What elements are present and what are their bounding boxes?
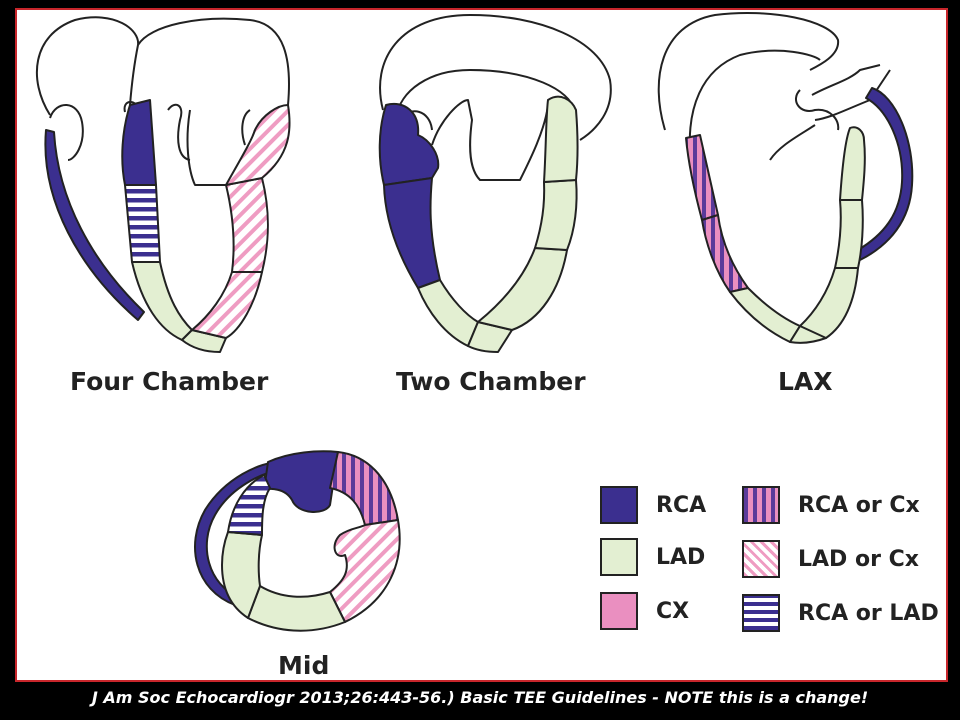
- lax-aorta-outline: [657, 12, 891, 151]
- two-chamber-label: Two Chamber: [396, 367, 586, 396]
- mid-anterior-lad: [247, 585, 346, 632]
- lax-anteroseptal-apical-lad: [799, 267, 859, 339]
- legend-item-lad: LAD: [600, 538, 705, 576]
- lax-apical-posterior-lad: [729, 287, 801, 343]
- lax-aortic-root-rca: [857, 87, 914, 261]
- legend-item-lad-or-cx: LAD or Cx: [742, 540, 919, 578]
- lax-inferolateral-basal-rca-or-cx: [685, 134, 719, 221]
- citation-caption: J Am Soc Echocardiogr 2013;26:443-56.) B…: [91, 688, 869, 707]
- legend-label-rca-or-cx: RCA or Cx: [798, 492, 920, 518]
- legend-swatch-lad: [600, 538, 638, 576]
- legend-swatch-lad-or-cx: [742, 540, 780, 578]
- legend-label-rca-or-lad: RCA or LAD: [798, 600, 939, 626]
- lax-inferolateral-mid-rca-or-cx: [701, 214, 749, 293]
- mid-inferolateral-rca-or-cx: [329, 451, 399, 526]
- legend-item-rca: RCA: [600, 486, 706, 524]
- legend-item-rca-or-cx: RCA or Cx: [742, 486, 920, 524]
- lax-view: [657, 12, 914, 344]
- legend-swatch-rca-or-cx: [742, 486, 780, 524]
- four-chamber-valve-left: [49, 104, 84, 161]
- lax-anteroseptal-basal-lad: [839, 126, 866, 201]
- legend-swatch-cx: [600, 592, 638, 630]
- four-chamber-label: Four Chamber: [70, 367, 269, 396]
- four-chamber-valve-right: [241, 109, 251, 146]
- mid-label: Mid: [278, 651, 330, 680]
- legend-label-lad-or-cx: LAD or Cx: [798, 546, 919, 572]
- four-chamber-rv-wall-rca: [44, 129, 145, 321]
- legend-item-rca-or-lad: RCA or LAD: [742, 594, 939, 632]
- legend-label-cx: CX: [656, 598, 690, 624]
- legend-label-lad: LAD: [656, 544, 706, 570]
- legend-label-rca: RCA: [656, 492, 707, 518]
- two-chamber-anterior-mid-lad: [534, 179, 578, 251]
- legend-item-cx: CX: [600, 592, 689, 630]
- two-chamber-anterior-basal-lad: [543, 95, 579, 183]
- two-chamber-view: [378, 14, 612, 353]
- four-chamber-septum-apical-lad: [131, 261, 193, 341]
- legend-swatch-rca-or-lad: [742, 594, 780, 632]
- four-chamber-view: [35, 16, 291, 353]
- mid-inferior-segment-rca: [263, 450, 339, 513]
- four-chamber-lateral-basal-lad-or-cx: [225, 104, 291, 186]
- four-chamber-lateral-apical-lad-or-cx: [191, 271, 263, 339]
- lax-label: LAX: [778, 367, 833, 396]
- two-chamber-inferior-mid-rca: [383, 177, 441, 289]
- mid-short-axis-view: [194, 450, 401, 632]
- lax-valve: [769, 124, 816, 161]
- four-chamber-septum-basal-rca: [121, 99, 157, 186]
- mid-anteroseptal-lad: [221, 531, 263, 619]
- four-chamber-lateral-mid-lad-or-cx: [225, 177, 269, 273]
- two-chamber-apex-lad: [467, 321, 513, 353]
- two-chamber-inferior-apical-lad: [417, 279, 479, 347]
- lax-anteroseptal-mid-lad: [834, 199, 864, 269]
- two-chamber-inferior-basal-rca: [378, 102, 440, 186]
- mid-inferoseptal-rca-or-lad: [227, 474, 271, 536]
- mid-anterolateral-lad-or-cx: [329, 519, 401, 623]
- two-chamber-anterior-apical-lad: [477, 247, 568, 331]
- four-chamber-septum-mid-rca-or-lad: [124, 184, 161, 263]
- two-chamber-atrium-outline: [379, 14, 612, 181]
- legend-swatch-rca: [600, 486, 638, 524]
